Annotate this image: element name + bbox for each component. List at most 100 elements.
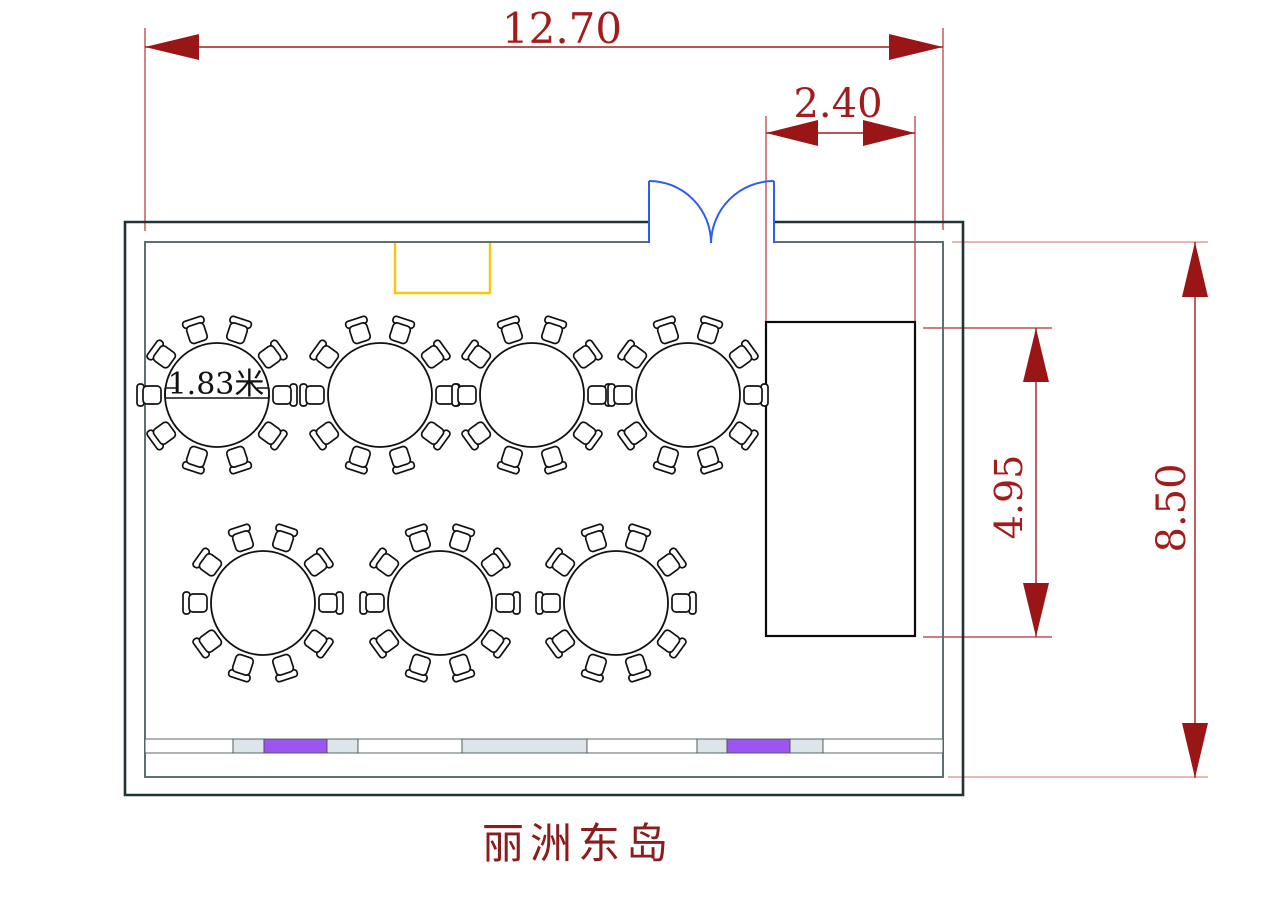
double-door <box>648 180 775 244</box>
chair-seat <box>388 322 412 345</box>
strip-segment <box>357 738 463 754</box>
stage-rectangle <box>764 320 917 638</box>
dimension-label-stage-width: 2.40 <box>793 81 882 127</box>
chair-icon <box>192 629 223 659</box>
chair-icon <box>448 523 476 553</box>
chair-seat <box>551 552 576 577</box>
door-swing-arc-left <box>648 180 712 244</box>
chair-seat <box>448 653 472 676</box>
arrowhead-down-icon <box>1182 723 1208 778</box>
chair-seat <box>500 445 524 468</box>
dimension-label-stage-depth: 4.95 <box>987 455 1031 540</box>
strip-segment <box>586 738 698 754</box>
chair-seat <box>572 421 597 446</box>
chair-seat <box>231 530 255 553</box>
chair-icon <box>656 547 687 577</box>
wall-outline-inner <box>144 241 944 778</box>
chair-seat <box>348 445 372 468</box>
arrowhead-left-icon <box>145 34 199 60</box>
chair-icon <box>146 339 177 369</box>
banquet-table-group <box>182 523 344 683</box>
chair-seat <box>541 593 561 613</box>
chair-seat <box>375 552 400 577</box>
chair-icon <box>652 445 680 475</box>
banquet-table <box>210 550 316 656</box>
chair-icon <box>271 653 299 683</box>
chair-seat <box>540 322 564 345</box>
chair-icon <box>309 421 340 451</box>
chair-seat <box>587 385 607 405</box>
arrowhead-down-icon <box>1023 583 1049 637</box>
chair-icon <box>309 339 340 369</box>
chair-icon <box>540 315 568 345</box>
chair-seat <box>624 653 648 676</box>
chair-icon <box>227 653 255 683</box>
chair-seat <box>743 385 763 405</box>
chair-seat <box>671 593 691 613</box>
chair-seat <box>198 552 223 577</box>
arrowhead-right-icon <box>863 120 915 146</box>
chair-seat <box>188 593 208 613</box>
chair-seat <box>198 629 223 654</box>
chair-seat <box>500 322 524 345</box>
chair-icon <box>303 547 334 577</box>
chair-icon <box>448 653 476 683</box>
dimension-stage-width: 2.40 <box>765 81 916 321</box>
chair-seat <box>408 653 432 676</box>
screen-box <box>393 243 492 295</box>
chair-seat <box>152 344 177 369</box>
chair-seat <box>623 421 648 446</box>
chair-seat <box>225 445 249 468</box>
chair-icon <box>728 421 759 451</box>
chair-icon <box>671 591 697 615</box>
chair-seat <box>142 385 162 405</box>
chair-icon <box>451 383 477 407</box>
chair-seat <box>613 385 633 405</box>
banquet-table-group <box>607 315 769 475</box>
banquet-table-group <box>451 315 613 475</box>
chair-seat <box>480 552 505 577</box>
banquet-table-group <box>359 523 521 683</box>
strip-segment <box>726 738 791 754</box>
chair-seat <box>231 653 255 676</box>
strip-segment <box>461 738 588 754</box>
banquet-table <box>635 342 741 448</box>
chair-icon <box>257 339 288 369</box>
chair-seat <box>656 322 680 345</box>
strip-segment <box>263 738 328 754</box>
banquet-table <box>563 550 669 656</box>
chair-seat <box>467 421 492 446</box>
chair-icon <box>182 591 208 615</box>
chair-seat <box>656 629 681 654</box>
strip-segment <box>144 738 234 754</box>
chair-seat <box>152 421 177 446</box>
chair-seat <box>375 629 400 654</box>
chair-seat <box>318 593 338 613</box>
chair-icon <box>696 445 724 475</box>
chair-icon <box>480 547 511 577</box>
chair-seat <box>584 530 608 553</box>
chair-icon <box>369 629 400 659</box>
chair-icon <box>496 445 524 475</box>
chair-seat <box>303 629 328 654</box>
strip-segment <box>789 738 824 754</box>
chair-icon <box>545 547 576 577</box>
chair-icon <box>545 629 576 659</box>
chair-icon <box>181 445 209 475</box>
chair-icon <box>495 591 521 615</box>
chair-seat <box>348 322 372 345</box>
chair-icon <box>257 421 288 451</box>
chair-icon <box>624 523 652 553</box>
chair-seat <box>656 445 680 468</box>
strip-segment <box>696 738 728 754</box>
chair-icon <box>696 315 724 345</box>
chair-seat <box>185 322 209 345</box>
chair-icon <box>496 315 524 345</box>
strip-segment <box>326 738 359 754</box>
chair-seat <box>185 445 209 468</box>
chair-seat <box>420 344 445 369</box>
chair-seat <box>696 445 720 468</box>
chair-seat <box>457 385 477 405</box>
banquet-table <box>387 550 493 656</box>
chair-icon <box>388 315 416 345</box>
